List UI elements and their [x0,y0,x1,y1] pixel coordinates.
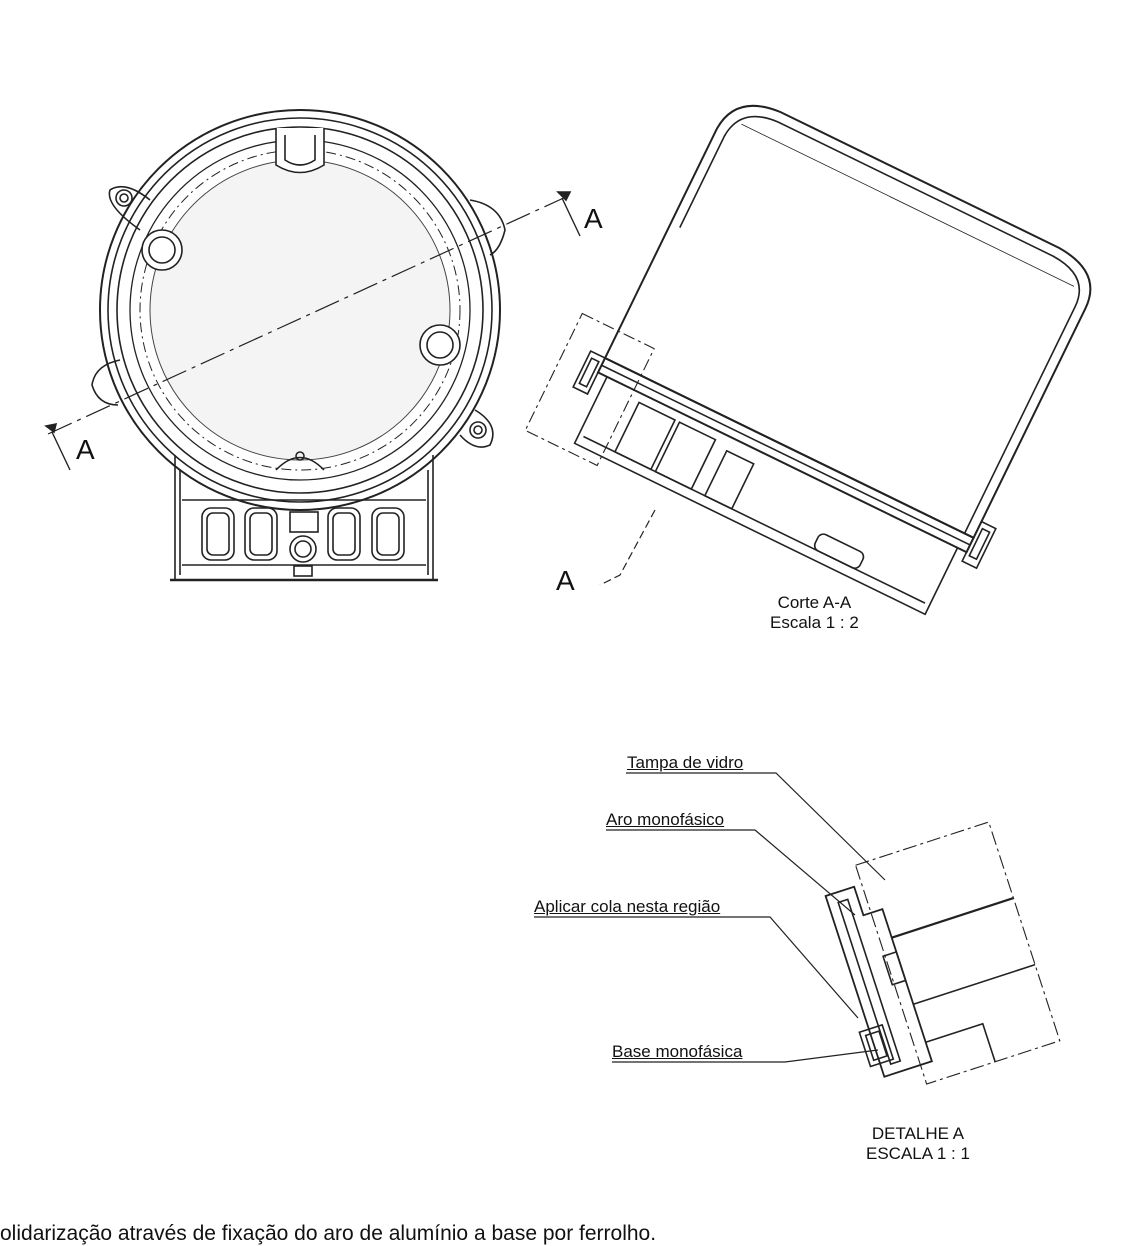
section-mark-top-right: A [584,203,603,234]
section-view-title: Corte A-A [777,593,852,612]
section-view-scale: Escala 1 : 2 [770,613,859,632]
label-glue-region: Aplicar cola nesta região [534,897,721,916]
label-single-phase-base: Base monofásica [612,1042,743,1061]
detail-callout-letter: A [556,565,575,596]
mounting-ears [91,185,506,448]
terminal-base [170,455,438,582]
detail-view-title: DETALHE A [871,1124,965,1143]
detail-view-drawing [534,772,1061,1085]
section-mark-bottom-left: A [76,434,95,465]
section-view-caption: Corte A-A Escala 1 : 2 [770,593,859,633]
footer-text: olidarização através de fixação do aro d… [0,1222,657,1245]
front-view [44,109,581,582]
detail-view-caption: DETALHE A ESCALA 1 : 1 [866,1124,970,1164]
label-single-phase-ring: Aro monofásico [606,810,725,829]
detail-callout-mark: A [556,565,575,597]
detail-view-scale: ESCALA 1 : 1 [866,1144,970,1163]
section-view-drawing [524,104,1092,616]
label-glass-cover: Tampa de vidro [627,753,744,772]
